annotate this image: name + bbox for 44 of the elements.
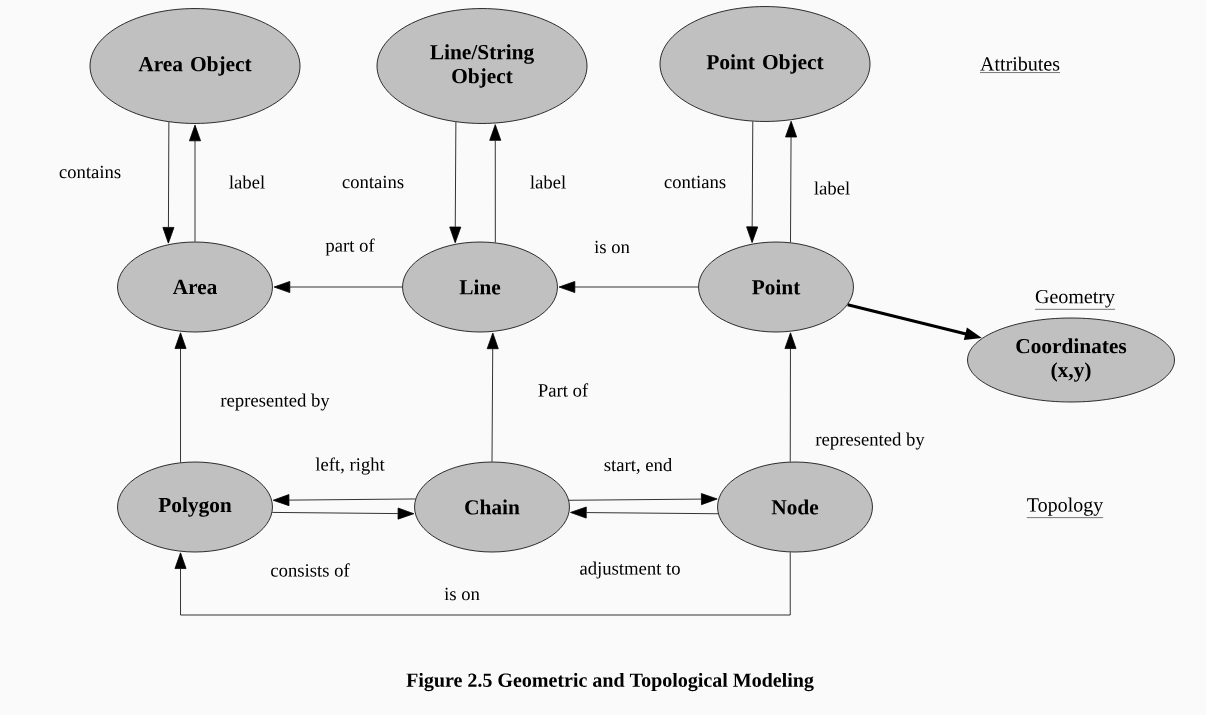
arrow — [174, 332, 187, 463]
edge-label: consists of — [269, 562, 351, 578]
ellipse-node: Line — [402, 241, 558, 333]
arrow — [570, 506, 719, 519]
ellipse-node: Point Object — [659, 6, 871, 122]
edge-label: is on — [442, 586, 482, 602]
arrow — [558, 281, 699, 293]
arrow — [273, 281, 403, 293]
edge-label: contains — [340, 174, 406, 190]
caption: Figure 2.5 Geometric and Topological Modeling — [406, 672, 814, 692]
section-label: Topology — [1026, 497, 1104, 518]
edge-label: left, right — [313, 456, 387, 476]
arrow — [784, 332, 797, 463]
section-label: Attributes — [979, 56, 1061, 73]
ellipse-node: Area Object — [89, 8, 301, 124]
arrow — [449, 121, 462, 244]
arrow — [162, 121, 175, 244]
arrow — [272, 494, 416, 507]
edge-label: Part of — [536, 382, 590, 398]
arrow — [189, 124, 201, 242]
arrow — [486, 332, 499, 462]
edge-label: adjustment to — [578, 560, 682, 580]
arrow — [174, 551, 791, 616]
arrow — [271, 507, 415, 520]
ellipse-node: Point — [698, 241, 854, 333]
arrow — [785, 120, 797, 243]
edge-label: contains — [57, 164, 123, 180]
ellipse-node: Polygon — [117, 461, 273, 553]
edge-label: represented by — [219, 392, 331, 412]
edge-label: label — [812, 180, 852, 196]
ellipse-node: Node — [717, 461, 873, 553]
arrow — [568, 493, 718, 506]
edge-label: part of — [324, 237, 376, 257]
arrow — [489, 124, 502, 243]
edge-label: label — [528, 174, 568, 190]
ellipse-node: Chain — [414, 461, 570, 553]
edge-label: label — [227, 174, 267, 190]
edge-label: represented by — [814, 431, 926, 451]
ellipse-node: Line/String Object — [376, 8, 588, 124]
ellipse-node: Coordinates (x,y) — [967, 317, 1175, 403]
ellipse-node: Area — [117, 241, 273, 333]
edge-label: contians — [662, 174, 728, 190]
arrow — [746, 121, 759, 243]
edge-label: is on — [592, 239, 632, 255]
